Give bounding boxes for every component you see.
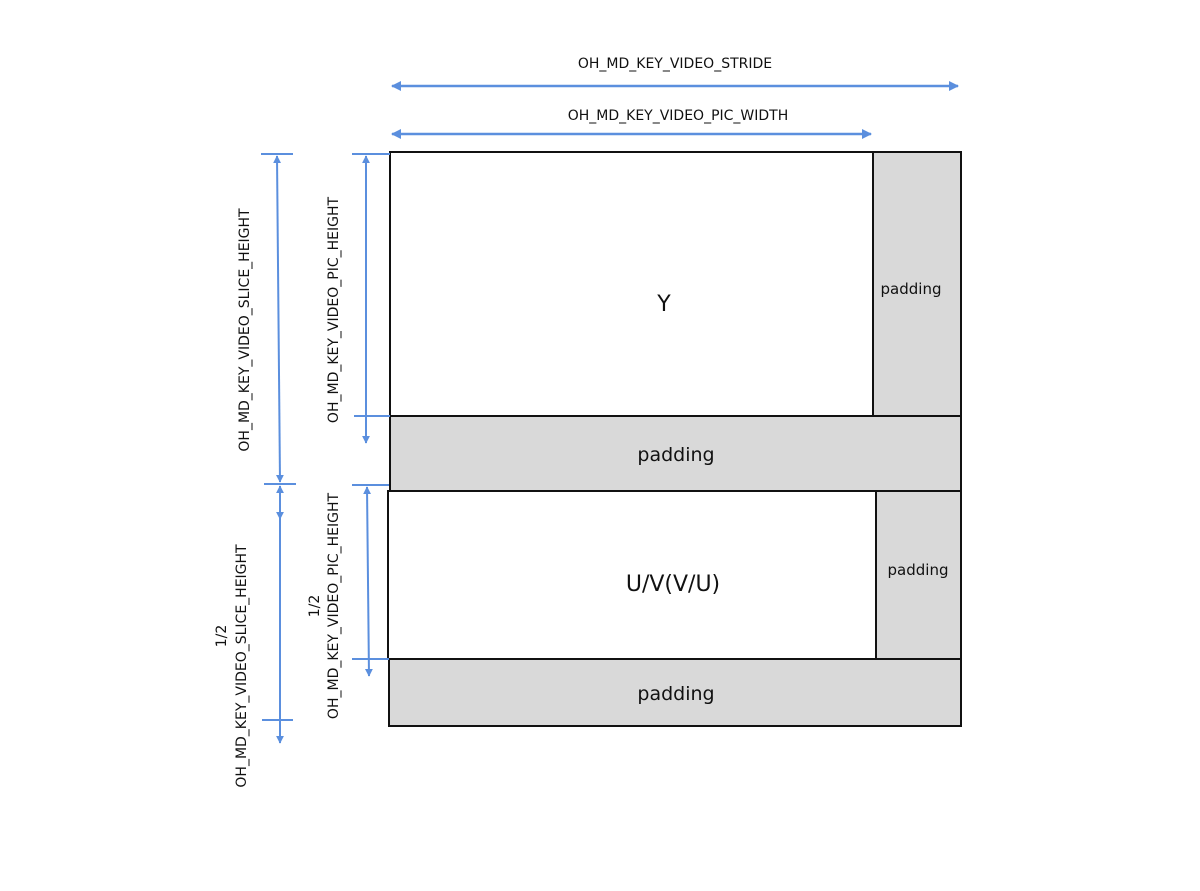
stride-label: OH_MD_KEY_VIDEO_STRIDE — [578, 56, 772, 72]
half-slice-height-label: OH_MD_KEY_VIDEO_SLICE_HEIGHT — [234, 544, 250, 788]
half-pic-height-fraction: 1/2 — [307, 595, 323, 618]
half-pic-height-arrow — [363, 486, 373, 677]
y-plane-label: Y — [656, 292, 671, 317]
uv-right-padding-label: padding — [888, 561, 949, 579]
half-slice-height-fraction: 1/2 — [214, 625, 230, 648]
half-pic-height-label: OH_MD_KEY_VIDEO_PIC_HEIGHT — [326, 493, 342, 720]
pic-width-label: OH_MD_KEY_VIDEO_PIC_WIDTH — [568, 108, 789, 124]
y-plane — [389, 151, 874, 417]
uv-right-padding — [875, 490, 962, 660]
uv-plane-label: U/V(V/U) — [626, 572, 720, 597]
slice-height-arrow — [273, 155, 284, 483]
y-right-padding — [872, 151, 962, 417]
uv-bottom-padding-label: padding — [637, 683, 714, 705]
uv-bottom-padding — [388, 658, 962, 727]
y-bottom-padding-label: padding — [637, 444, 714, 466]
pic-height-label: OH_MD_KEY_VIDEO_PIC_HEIGHT — [326, 197, 342, 424]
y-right-padding-label: padding — [881, 280, 942, 298]
y-bottom-padding — [389, 415, 962, 492]
slice-height-label: OH_MD_KEY_VIDEO_SLICE_HEIGHT — [237, 208, 253, 452]
uv-plane — [387, 490, 877, 660]
